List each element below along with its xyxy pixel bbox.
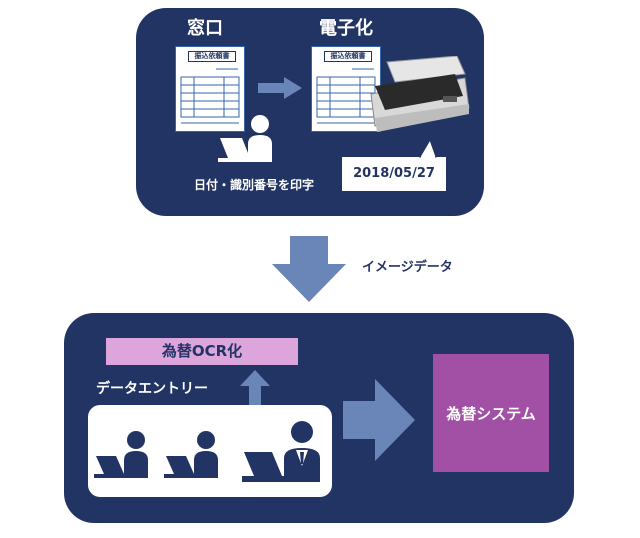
arrow-down-icon (272, 236, 346, 302)
scanner-icon (370, 56, 470, 132)
clerk-at-desk-icon (218, 115, 272, 162)
data-entry-label: データエントリー (96, 381, 208, 397)
form-lines-icon (180, 68, 240, 124)
form-title: 振込依頼書 (188, 51, 236, 62)
ocr-label: 為替OCR化 (106, 338, 298, 365)
operator-icon (164, 431, 218, 478)
transfer-form-document: 振込依頼書 (175, 46, 245, 132)
operator-icon (94, 431, 148, 478)
supervisor-icon (242, 421, 320, 482)
form-title-digitized: 振込依頼書 (324, 51, 372, 62)
arrow-right-icon (258, 77, 302, 99)
digitize-label: 電子化 (319, 18, 373, 39)
system-label: 為替システム (446, 404, 536, 423)
date-stamp: 2018/05/27 (353, 166, 435, 181)
forex-system-box: 為替システム (433, 354, 549, 472)
callout-pointer-icon (419, 138, 437, 158)
image-data-label: イメージデータ (362, 260, 453, 275)
arrow-right-large-icon (343, 379, 415, 461)
stamp-caption: 日付・識別番号を印字 (194, 178, 315, 192)
form-lines-icon (316, 68, 376, 124)
arrow-up-icon (240, 370, 270, 412)
window-label: 窓口 (187, 18, 223, 39)
date-stamp-callout: 2018/05/27 (341, 156, 447, 192)
